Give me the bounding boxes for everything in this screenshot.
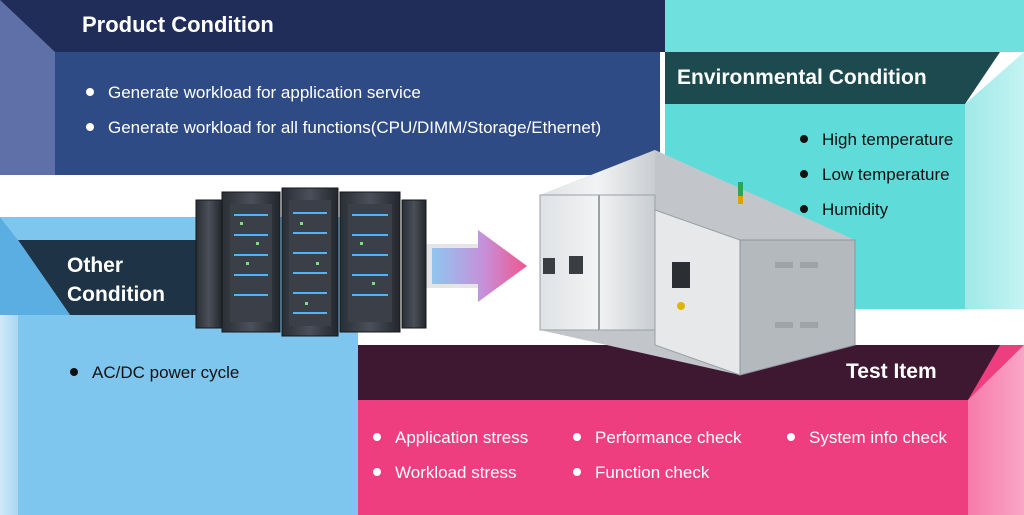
other-condition-title: Other Condition: [67, 251, 165, 309]
product-condition-list: Generate workload for application servic…: [86, 75, 601, 145]
test-item-list-col2: Performance check Function check: [573, 420, 741, 490]
arrow-right-icon: [425, 230, 527, 302]
environmental-condition-list: High temperature Low temperature Humidit…: [800, 122, 953, 227]
list-item: Humidity: [800, 192, 953, 227]
environmental-condition-title: Environmental Condition: [677, 66, 927, 89]
list-item: Low temperature: [800, 157, 953, 192]
environmental-chamber-icon: [539, 150, 856, 376]
other-condition-title-line1: Other: [67, 254, 124, 277]
other-condition-list: AC/DC power cycle: [70, 355, 239, 390]
list-item: Workload stress: [373, 455, 528, 490]
product-panel: [55, 52, 660, 175]
product-header: [0, 0, 665, 52]
other-header: [18, 240, 200, 315]
test-header: [358, 345, 1000, 400]
test-item-list-col1: Application stress Workload stress: [373, 420, 528, 490]
list-item: Generate workload for all functions(CPU/…: [86, 110, 601, 145]
list-item: System info check: [787, 420, 947, 455]
list-item: Performance check: [573, 420, 741, 455]
test-item-list-col3: System info check: [787, 420, 947, 455]
list-item: Application stress: [373, 420, 528, 455]
product-condition-title: Product Condition: [82, 12, 274, 37]
test-item-title: Test Item: [846, 360, 937, 383]
list-item: High temperature: [800, 122, 953, 157]
server-rack-icon: [195, 187, 427, 337]
environmental-header: [665, 52, 1000, 104]
list-item: Generate workload for application servic…: [86, 75, 601, 110]
other-condition-title-line2: Condition: [67, 283, 165, 306]
list-item: AC/DC power cycle: [70, 355, 239, 390]
list-item: Function check: [573, 455, 741, 490]
